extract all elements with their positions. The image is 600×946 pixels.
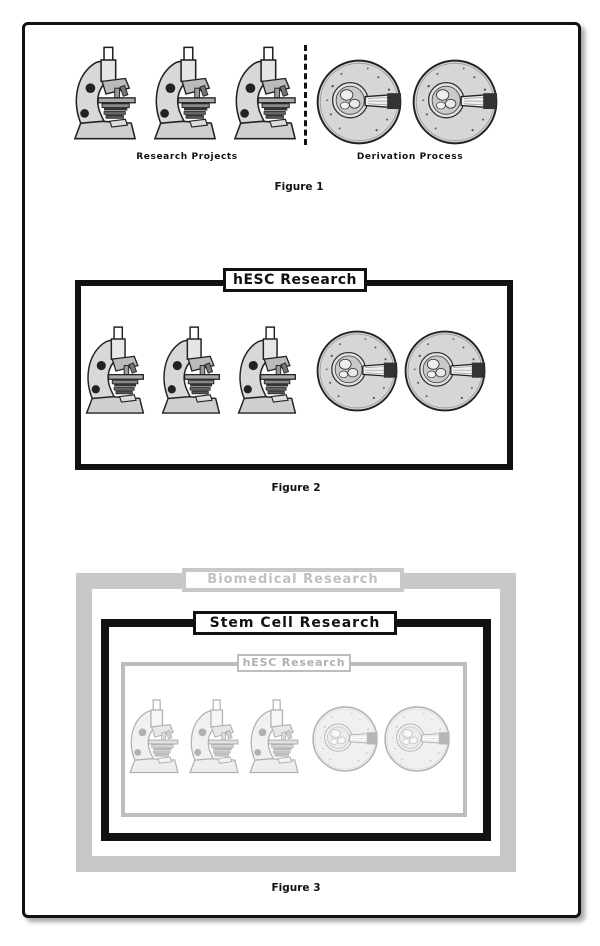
research-projects-label: Research Projects bbox=[136, 152, 238, 162]
microscope-icon bbox=[231, 43, 299, 145]
embryo-dish-icon bbox=[383, 705, 451, 773]
microscope-icon bbox=[83, 323, 147, 419]
microscope-icon bbox=[247, 697, 301, 777]
embryo-dish-icon bbox=[411, 58, 499, 146]
figure-1-caption: Figure 1 bbox=[274, 181, 324, 193]
stem-cell-research-title: Stem Cell Research bbox=[193, 611, 397, 635]
embryo-dish-icon bbox=[403, 329, 487, 413]
document-page: Research Projects Derivation Process Fig… bbox=[22, 22, 581, 918]
hesc-research-inner-title: hESC Research bbox=[237, 654, 351, 672]
dashed-divider bbox=[304, 45, 307, 145]
hesc-research-title: hESC Research bbox=[223, 268, 367, 292]
embryo-dish-icon bbox=[315, 329, 399, 413]
microscope-icon bbox=[151, 43, 219, 145]
biomedical-research-title: Biomedical Research bbox=[182, 568, 404, 592]
microscope-icon bbox=[187, 697, 241, 777]
microscope-icon bbox=[127, 697, 181, 777]
microscope-icon bbox=[159, 323, 223, 419]
figure-2-caption: Figure 2 bbox=[271, 482, 321, 494]
embryo-dish-icon bbox=[311, 705, 379, 773]
microscope-icon bbox=[235, 323, 299, 419]
derivation-process-label: Derivation Process bbox=[356, 152, 464, 162]
microscope-icon bbox=[71, 43, 139, 145]
figure-3-caption: Figure 3 bbox=[271, 882, 321, 894]
embryo-dish-icon bbox=[315, 58, 403, 146]
